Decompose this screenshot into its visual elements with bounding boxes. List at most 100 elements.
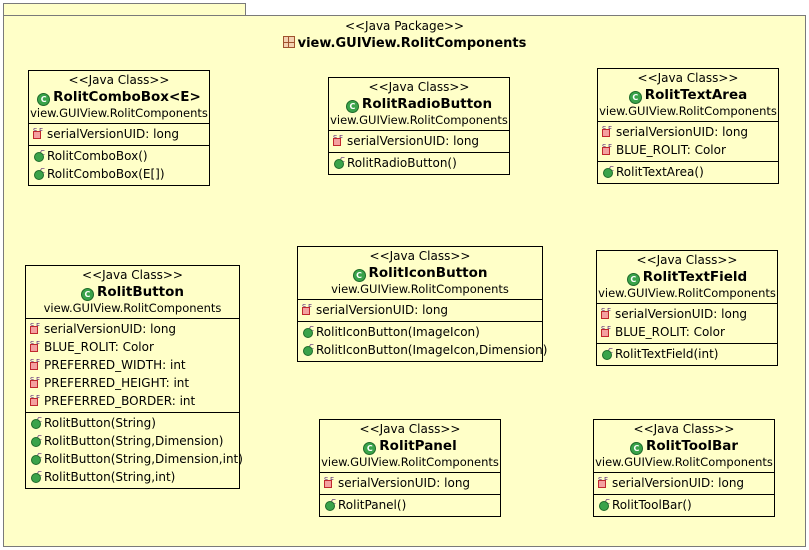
class-name: RolitTextField: [642, 269, 748, 285]
constructor-icon: C: [302, 343, 314, 356]
field-row[interactable]: SFserialVersionUID: long: [26, 320, 239, 338]
class-package: view.GUIView.RolitComponents: [43, 301, 222, 315]
static-final-field-icon: SF: [601, 307, 613, 319]
method-text: RolitComboBox(E[]): [47, 167, 165, 181]
field-row[interactable]: SFserialVersionUID: long: [594, 474, 774, 492]
class-name: RolitToolBar: [645, 438, 739, 454]
class-stereotype: <<Java Class>>: [637, 71, 739, 85]
package-tab: [3, 3, 246, 16]
methods-section: CRolitButton(String)CRolitButton(String,…: [26, 412, 243, 488]
method-text: RolitButton(String,Dimension): [44, 434, 224, 448]
method-text: RolitButton(String,int): [44, 470, 176, 484]
field-row[interactable]: SFserialVersionUID: long: [320, 474, 500, 492]
field-row[interactable]: SFserialVersionUID: long: [29, 125, 209, 143]
class-package: view.GUIView.RolitComponents: [330, 113, 508, 127]
class-package: view.GUIView.RolitComponents: [598, 286, 776, 300]
static-final-field-icon: SF: [324, 476, 336, 488]
class-stereotype: <<Java Class>>: [82, 268, 183, 282]
constructor-icon: C: [30, 434, 42, 447]
fields-section: SFserialVersionUID: longSFBLUE_ROLIT: Co…: [26, 318, 239, 412]
static-final-field-icon: SF: [30, 322, 42, 334]
field-row[interactable]: SFBLUE_ROLIT: Color: [598, 141, 778, 159]
class-icon: C: [352, 269, 366, 282]
constructor-icon: C: [30, 452, 42, 465]
class-name: RolitPanel: [379, 438, 457, 454]
class-icon: C: [345, 100, 359, 113]
field-row[interactable]: SFserialVersionUID: long: [329, 132, 509, 150]
field-text: serialVersionUID: long: [616, 125, 749, 139]
fields-section: SFserialVersionUID: long: [594, 472, 774, 494]
field-row[interactable]: SFPREFERRED_BORDER: int: [26, 392, 239, 410]
field-text: serialVersionUID: long: [347, 134, 480, 148]
class-stereotype: <<Java Class>>: [359, 422, 461, 436]
class-icon: C: [363, 442, 377, 455]
class-stereotype: <<Java Class>>: [368, 80, 470, 94]
static-final-field-icon: SF: [30, 394, 42, 406]
field-row[interactable]: SFPREFERRED_HEIGHT: int: [26, 374, 239, 392]
package-icon: [282, 36, 295, 48]
field-row[interactable]: SFserialVersionUID: long: [298, 301, 542, 319]
field-text: serialVersionUID: long: [316, 303, 449, 317]
class-package: view.GUIView.RolitComponents: [599, 104, 777, 118]
method-text: RolitComboBox(): [47, 149, 148, 163]
class-package: view.GUIView.RolitComponents: [331, 282, 509, 296]
field-row[interactable]: SFserialVersionUID: long: [597, 305, 777, 323]
field-row[interactable]: SFBLUE_ROLIT: Color: [597, 323, 777, 341]
field-text: serialVersionUID: long: [44, 322, 177, 336]
method-text: RolitIconButton(ImageIcon): [316, 325, 480, 339]
method-text: RolitRadioButton(): [347, 156, 457, 170]
class-name: RolitIconButton: [368, 265, 488, 281]
field-row[interactable]: SFPREFERRED_WIDTH: int: [26, 356, 239, 374]
field-text: PREFERRED_HEIGHT: int: [44, 376, 190, 390]
class-name: RolitComboBox<E>: [53, 89, 201, 105]
field-row[interactable]: SFserialVersionUID: long: [598, 123, 778, 141]
fields-section: SFserialVersionUID: long: [320, 472, 500, 494]
fields-section: SFserialVersionUID: longSFBLUE_ROLIT: Co…: [597, 303, 777, 343]
static-final-field-icon: SF: [602, 143, 614, 155]
class-package: view.GUIView.RolitComponents: [30, 106, 208, 120]
field-row[interactable]: SFBLUE_ROLIT: Color: [26, 338, 239, 356]
constructor-icon: C: [30, 416, 42, 429]
package-title: view.GUIView.RolitComponents: [0, 36, 809, 51]
class-icon: C: [80, 288, 94, 301]
package-name: view.GUIView.RolitComponents: [297, 36, 527, 51]
field-text: serialVersionUID: long: [338, 476, 471, 490]
constructor-icon: C: [33, 167, 45, 180]
static-final-field-icon: SF: [30, 358, 42, 370]
static-final-field-icon: SF: [333, 134, 345, 146]
class-icon: C: [37, 93, 51, 106]
constructor-icon: C: [33, 149, 45, 162]
